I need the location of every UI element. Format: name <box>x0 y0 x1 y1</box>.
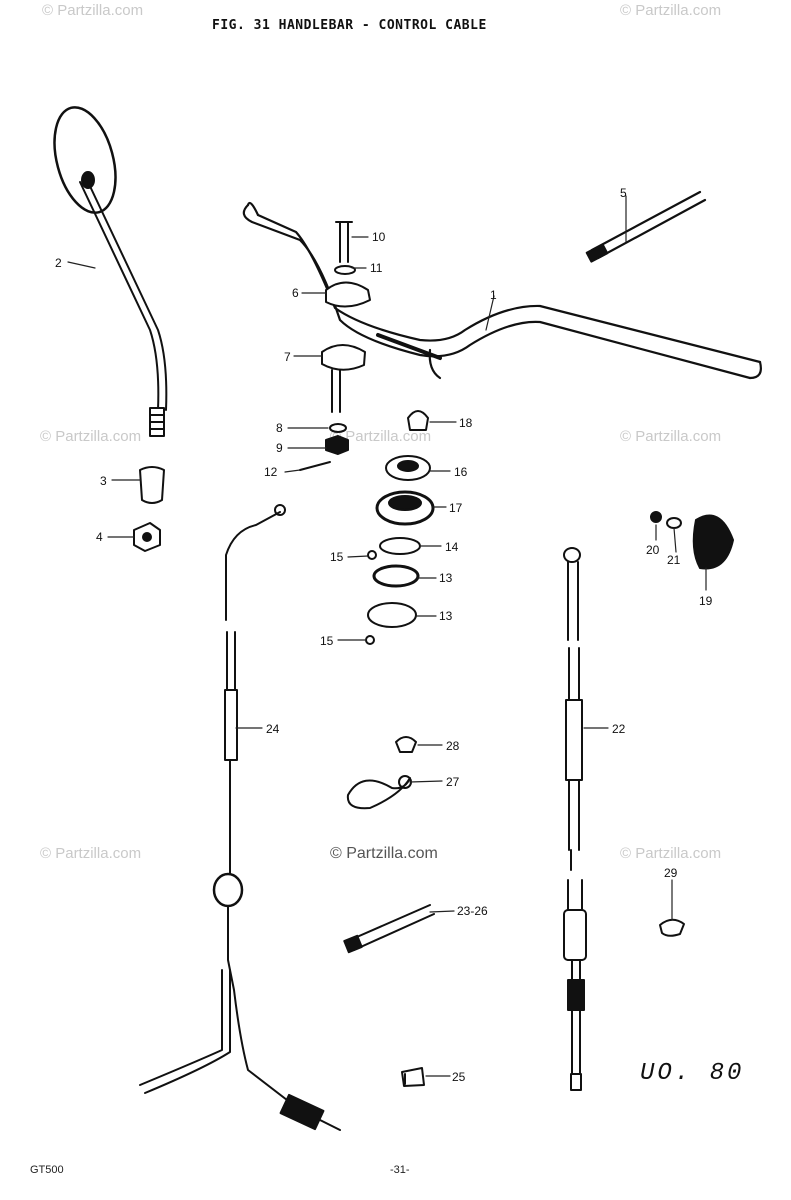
handwritten-note: UO. 80 <box>640 1060 745 1087</box>
clip-part-29 <box>659 918 685 937</box>
part-label-15b: 15 <box>320 634 334 648</box>
part-label-5: 5 <box>620 186 627 200</box>
watermark: © Partzilla.com <box>620 2 722 19</box>
race-part-13b <box>367 602 417 628</box>
screw-part-28 <box>395 736 417 753</box>
part-label-14: 14 <box>445 540 459 554</box>
part-label-25: 25 <box>452 1070 466 1084</box>
race-part-13a <box>372 564 420 588</box>
watermark-center: © Partzilla.com <box>330 845 438 862</box>
cable-part-22 <box>563 547 587 1091</box>
part-label-21: 21 <box>667 553 681 567</box>
part-label-13b: 13 <box>439 609 453 623</box>
watermark: © Partzilla.com <box>330 428 432 445</box>
part-label-16: 16 <box>454 465 468 479</box>
part-label-9: 9 <box>276 441 283 455</box>
ring-part-14 <box>379 537 421 555</box>
part-label-11: 11 <box>370 261 383 275</box>
watermark: © Partzilla.com <box>40 845 142 862</box>
cap-part-18 <box>407 410 429 431</box>
page-number: -31- <box>390 1164 410 1176</box>
part-label-19: 19 <box>699 594 713 608</box>
model-code: GT500 <box>30 1164 64 1176</box>
part-label-12: 12 <box>264 465 278 479</box>
watermark: © Partzilla.com <box>40 428 142 445</box>
part-label-24: 24 <box>266 722 280 736</box>
clamp-parts <box>299 221 371 471</box>
part-label-3: 3 <box>100 474 107 488</box>
clip-part-25 <box>401 1067 425 1087</box>
part-label-18: 18 <box>459 416 473 430</box>
wire-part-27 <box>346 777 411 810</box>
part-label-15a: 15 <box>330 550 344 564</box>
part-label-10: 10 <box>372 230 386 244</box>
mirror-part-2 <box>53 106 168 437</box>
part-label-13a: 13 <box>439 571 453 585</box>
part-label-28: 28 <box>446 739 460 753</box>
part-label-8: 8 <box>276 421 283 435</box>
cable-part-5 <box>590 190 707 260</box>
cover-part-19 <box>692 514 734 570</box>
part-label-22: 22 <box>612 722 626 736</box>
handlebar-part-1 <box>242 201 762 380</box>
part-label-27: 27 <box>446 775 460 789</box>
part-label-23-26: 23-26 <box>457 904 488 918</box>
part-label-7: 7 <box>284 350 291 364</box>
part-label-20: 20 <box>646 543 660 557</box>
watermark: © Partzilla.com <box>620 428 722 445</box>
part-label-29: 29 <box>664 866 678 880</box>
part-label-1: 1 <box>490 288 497 302</box>
figure-title: FIG. 31 HANDLEBAR - CONTROL CABLE <box>212 18 487 33</box>
watermark: © Partzilla.com <box>620 845 722 862</box>
cable-part-24 <box>139 504 341 1131</box>
watermark: © Partzilla.com <box>42 2 144 19</box>
part-label-2: 2 <box>55 256 62 270</box>
part-label-4: 4 <box>96 530 103 544</box>
nut-part-3 <box>139 466 165 504</box>
part-label-17: 17 <box>449 501 463 515</box>
nut-part-4 <box>133 522 161 552</box>
cable-part-23-26 <box>349 904 435 951</box>
part-label-6: 6 <box>292 286 299 300</box>
